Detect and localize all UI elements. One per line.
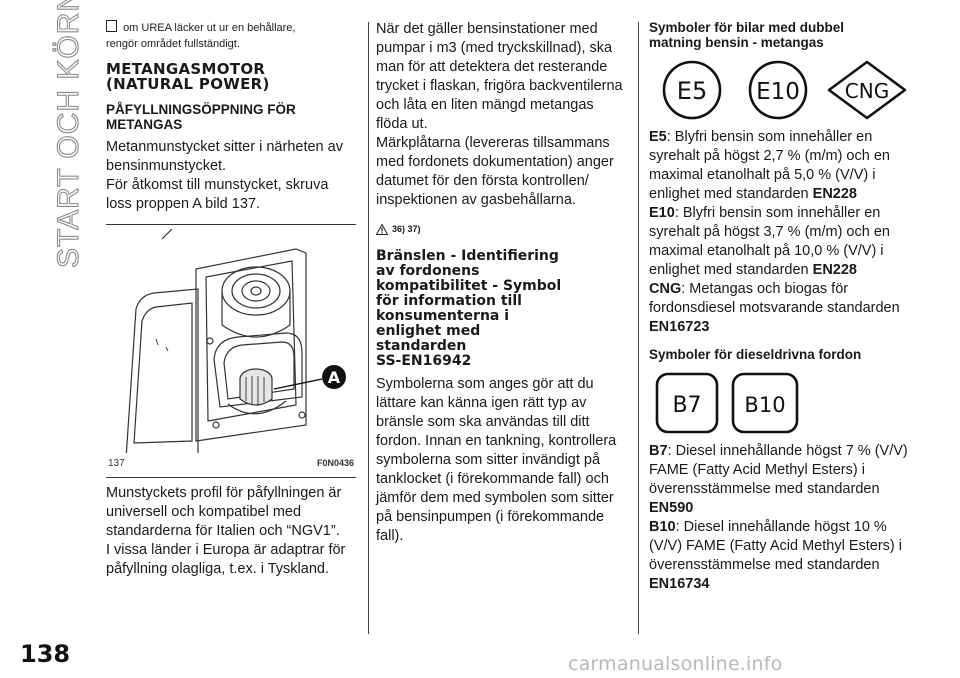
- heading-filler-opening: PÅFYLLNINGSÖPPNING FÖR METANGAS: [106, 102, 356, 132]
- e10-symbol-text: E10: [756, 79, 800, 105]
- chapter-side-title: START OCH KÖRNING: [0, 0, 90, 678]
- b7-label: B7: [649, 443, 668, 459]
- paragraph: Symbolerna som anges gör att du lättare …: [376, 376, 617, 544]
- warning-references: 36) 37): [376, 220, 628, 239]
- cng-label: CNG: [649, 281, 682, 297]
- heading-diesel-symbols: Symboler för dieseldrivna fordon: [649, 347, 862, 362]
- b7-symbol-text: B7: [672, 393, 701, 418]
- column-divider-1: [368, 22, 369, 634]
- diesel-symbols-row: B7 B10: [655, 372, 909, 434]
- b10-description: B10: Diesel innehållande högst 10 % (V/V…: [649, 518, 909, 594]
- e5-symbol: E5: [662, 60, 722, 120]
- heading-line: enlighet med: [376, 323, 481, 339]
- heading-line: SS-EN16942: [376, 353, 472, 369]
- e10-label: E10: [649, 205, 675, 221]
- b10-text: : Diesel innehållande högst 10 % (V/V) F…: [649, 519, 902, 573]
- page-number: 138: [20, 640, 71, 668]
- callout-a-marker: [322, 365, 346, 389]
- heading-line: av fordonens: [376, 263, 480, 279]
- paragraph: För åtkomst till munstycket, skruva loss…: [106, 177, 329, 212]
- heading-line: standarden: [376, 338, 467, 354]
- cng-text: : Metangas och biogas för fordonsdiesel …: [649, 281, 900, 316]
- heading-line: PÅFYLLNINGSÖPPNING FÖR: [106, 102, 296, 117]
- heading-dual-fuel-symbols: Symboler för bilar med dubbel matning be…: [649, 20, 909, 50]
- heading-line: Symboler för bilar med dubbel: [649, 20, 845, 35]
- cng-symbol: CNG: [827, 60, 907, 120]
- e5-label: E5: [649, 129, 667, 145]
- heading-line: METANGAS: [106, 117, 183, 132]
- paragraph: I vissa länder i Europa är adaptrar för …: [106, 542, 346, 577]
- column-1: om UREA läcker ut ur en behållare, rengö…: [106, 20, 356, 579]
- column-3: Symboler för bilar med dubbel matning be…: [649, 20, 909, 594]
- e10-symbol: E10: [748, 60, 808, 120]
- heading-fuel-identification: Bränslen - Identifiering av fordonens ko…: [376, 249, 628, 369]
- figure-code: F0N0436: [316, 458, 354, 468]
- note-icon: [106, 20, 117, 32]
- cng-standard: EN16723: [649, 319, 710, 335]
- paragraph: Metanmunstycket sitter i närheten av ben…: [106, 139, 343, 174]
- reference-numbers: 36) 37): [392, 224, 421, 234]
- watermark: carmanualsonline.info: [568, 653, 783, 675]
- heading-line: kompatibilitet - Symbol: [376, 278, 562, 294]
- callout-a-label: A: [328, 368, 341, 387]
- e10-text: : Blyfri bensin som innehåller en syreha…: [649, 205, 890, 278]
- figure-number: 137: [108, 458, 125, 469]
- heading-line: konsumenterna i: [376, 308, 510, 324]
- heading-line: METANGASMOTOR: [106, 60, 266, 78]
- urea-note: om UREA läcker ut ur en behållare, rengö…: [106, 20, 356, 52]
- heading-line: Bränslen - Identifiering: [376, 248, 559, 264]
- figure-137: A 137 F0N0436: [106, 224, 356, 478]
- heading-methane-engine: METANGASMOTOR (NATURAL POWER): [106, 62, 356, 92]
- paragraph: Märkplåtarna (levereras tillsammans med …: [376, 135, 614, 208]
- paragraph: Munstyckets profil för påfyllningen är u…: [106, 485, 342, 539]
- b7-description: B7: Diesel innehållande högst 7 % (V/V) …: [649, 442, 909, 518]
- cng-description: CNG: Metangas och biogas för fordonsdies…: [649, 280, 909, 337]
- b7-standard: EN590: [649, 500, 694, 516]
- e5-description: E5: Blyfri bensin som innehåller en syre…: [649, 128, 909, 204]
- b10-standard: EN16734: [649, 576, 710, 592]
- b7-symbol: B7: [655, 372, 719, 434]
- e10-description: E10: Blyfri bensin som innehåller en syr…: [649, 204, 909, 280]
- b7-text: : Diesel innehållande högst 7 % (V/V) FA…: [649, 443, 908, 497]
- e5-standard: EN228: [812, 186, 857, 202]
- e5-symbol-text: E5: [677, 77, 707, 105]
- heading-line: för information till: [376, 293, 522, 309]
- cng-symbol-text: CNG: [845, 79, 889, 103]
- note-line-2: rengör området fullständigt.: [106, 38, 240, 50]
- heading-line: matning bensin - metangas: [649, 35, 824, 50]
- filler-cap-illustration: A: [125, 229, 346, 453]
- petrol-symbols-row: E5 E10 CNG: [655, 60, 909, 120]
- b10-label: B10: [649, 519, 676, 535]
- b10-symbol: B10: [731, 372, 799, 434]
- chapter-title-text: START OCH KÖRNING: [52, 0, 85, 268]
- e5-text: : Blyfri bensin som innehåller en syreha…: [649, 129, 890, 202]
- column-2: När det gäller bensinstationer med pumpa…: [376, 20, 628, 546]
- e10-standard: EN228: [812, 262, 857, 278]
- column-divider-2: [638, 22, 639, 634]
- warning-triangle-icon: [376, 224, 388, 235]
- paragraph: När det gäller bensinstationer med pumpa…: [376, 21, 623, 132]
- heading-line: (NATURAL POWER): [106, 75, 270, 93]
- b10-symbol-text: B10: [744, 393, 785, 417]
- note-line-1: om UREA läcker ut ur en behållare,: [123, 22, 296, 34]
